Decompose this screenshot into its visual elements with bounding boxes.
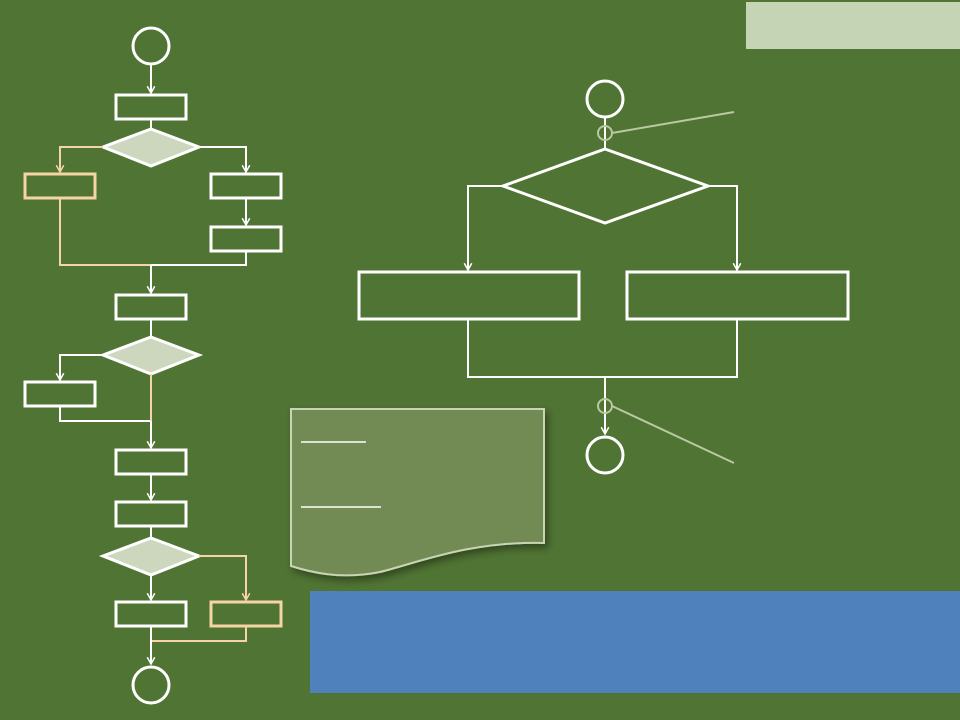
decision-diamond (98, 127, 204, 168)
banner-box (310, 591, 960, 693)
end-terminal (585, 435, 625, 475)
banner-text (310, 591, 960, 693)
connector-arrow (199, 146, 246, 172)
branch-arrow (60, 146, 103, 172)
branch-line (151, 626, 247, 642)
decision-diamond (498, 147, 713, 225)
end-terminal (131, 665, 171, 705)
branch-line (59, 198, 151, 266)
left-flowchart (23, 26, 283, 705)
connector-line (467, 319, 738, 378)
branch-arrow (199, 555, 246, 600)
connector-line (59, 406, 151, 422)
callout-line (611, 405, 735, 464)
callout-line (611, 111, 735, 134)
note-card (291, 409, 544, 579)
right-flowchart (357, 79, 850, 475)
note-card-shape (290, 408, 545, 577)
connector-line (151, 251, 247, 266)
title-tag (746, 2, 960, 49)
connector-arrow (60, 354, 103, 380)
connector-arrow (468, 185, 503, 270)
title-tag-box (746, 2, 960, 49)
connector-arrow (708, 185, 737, 270)
